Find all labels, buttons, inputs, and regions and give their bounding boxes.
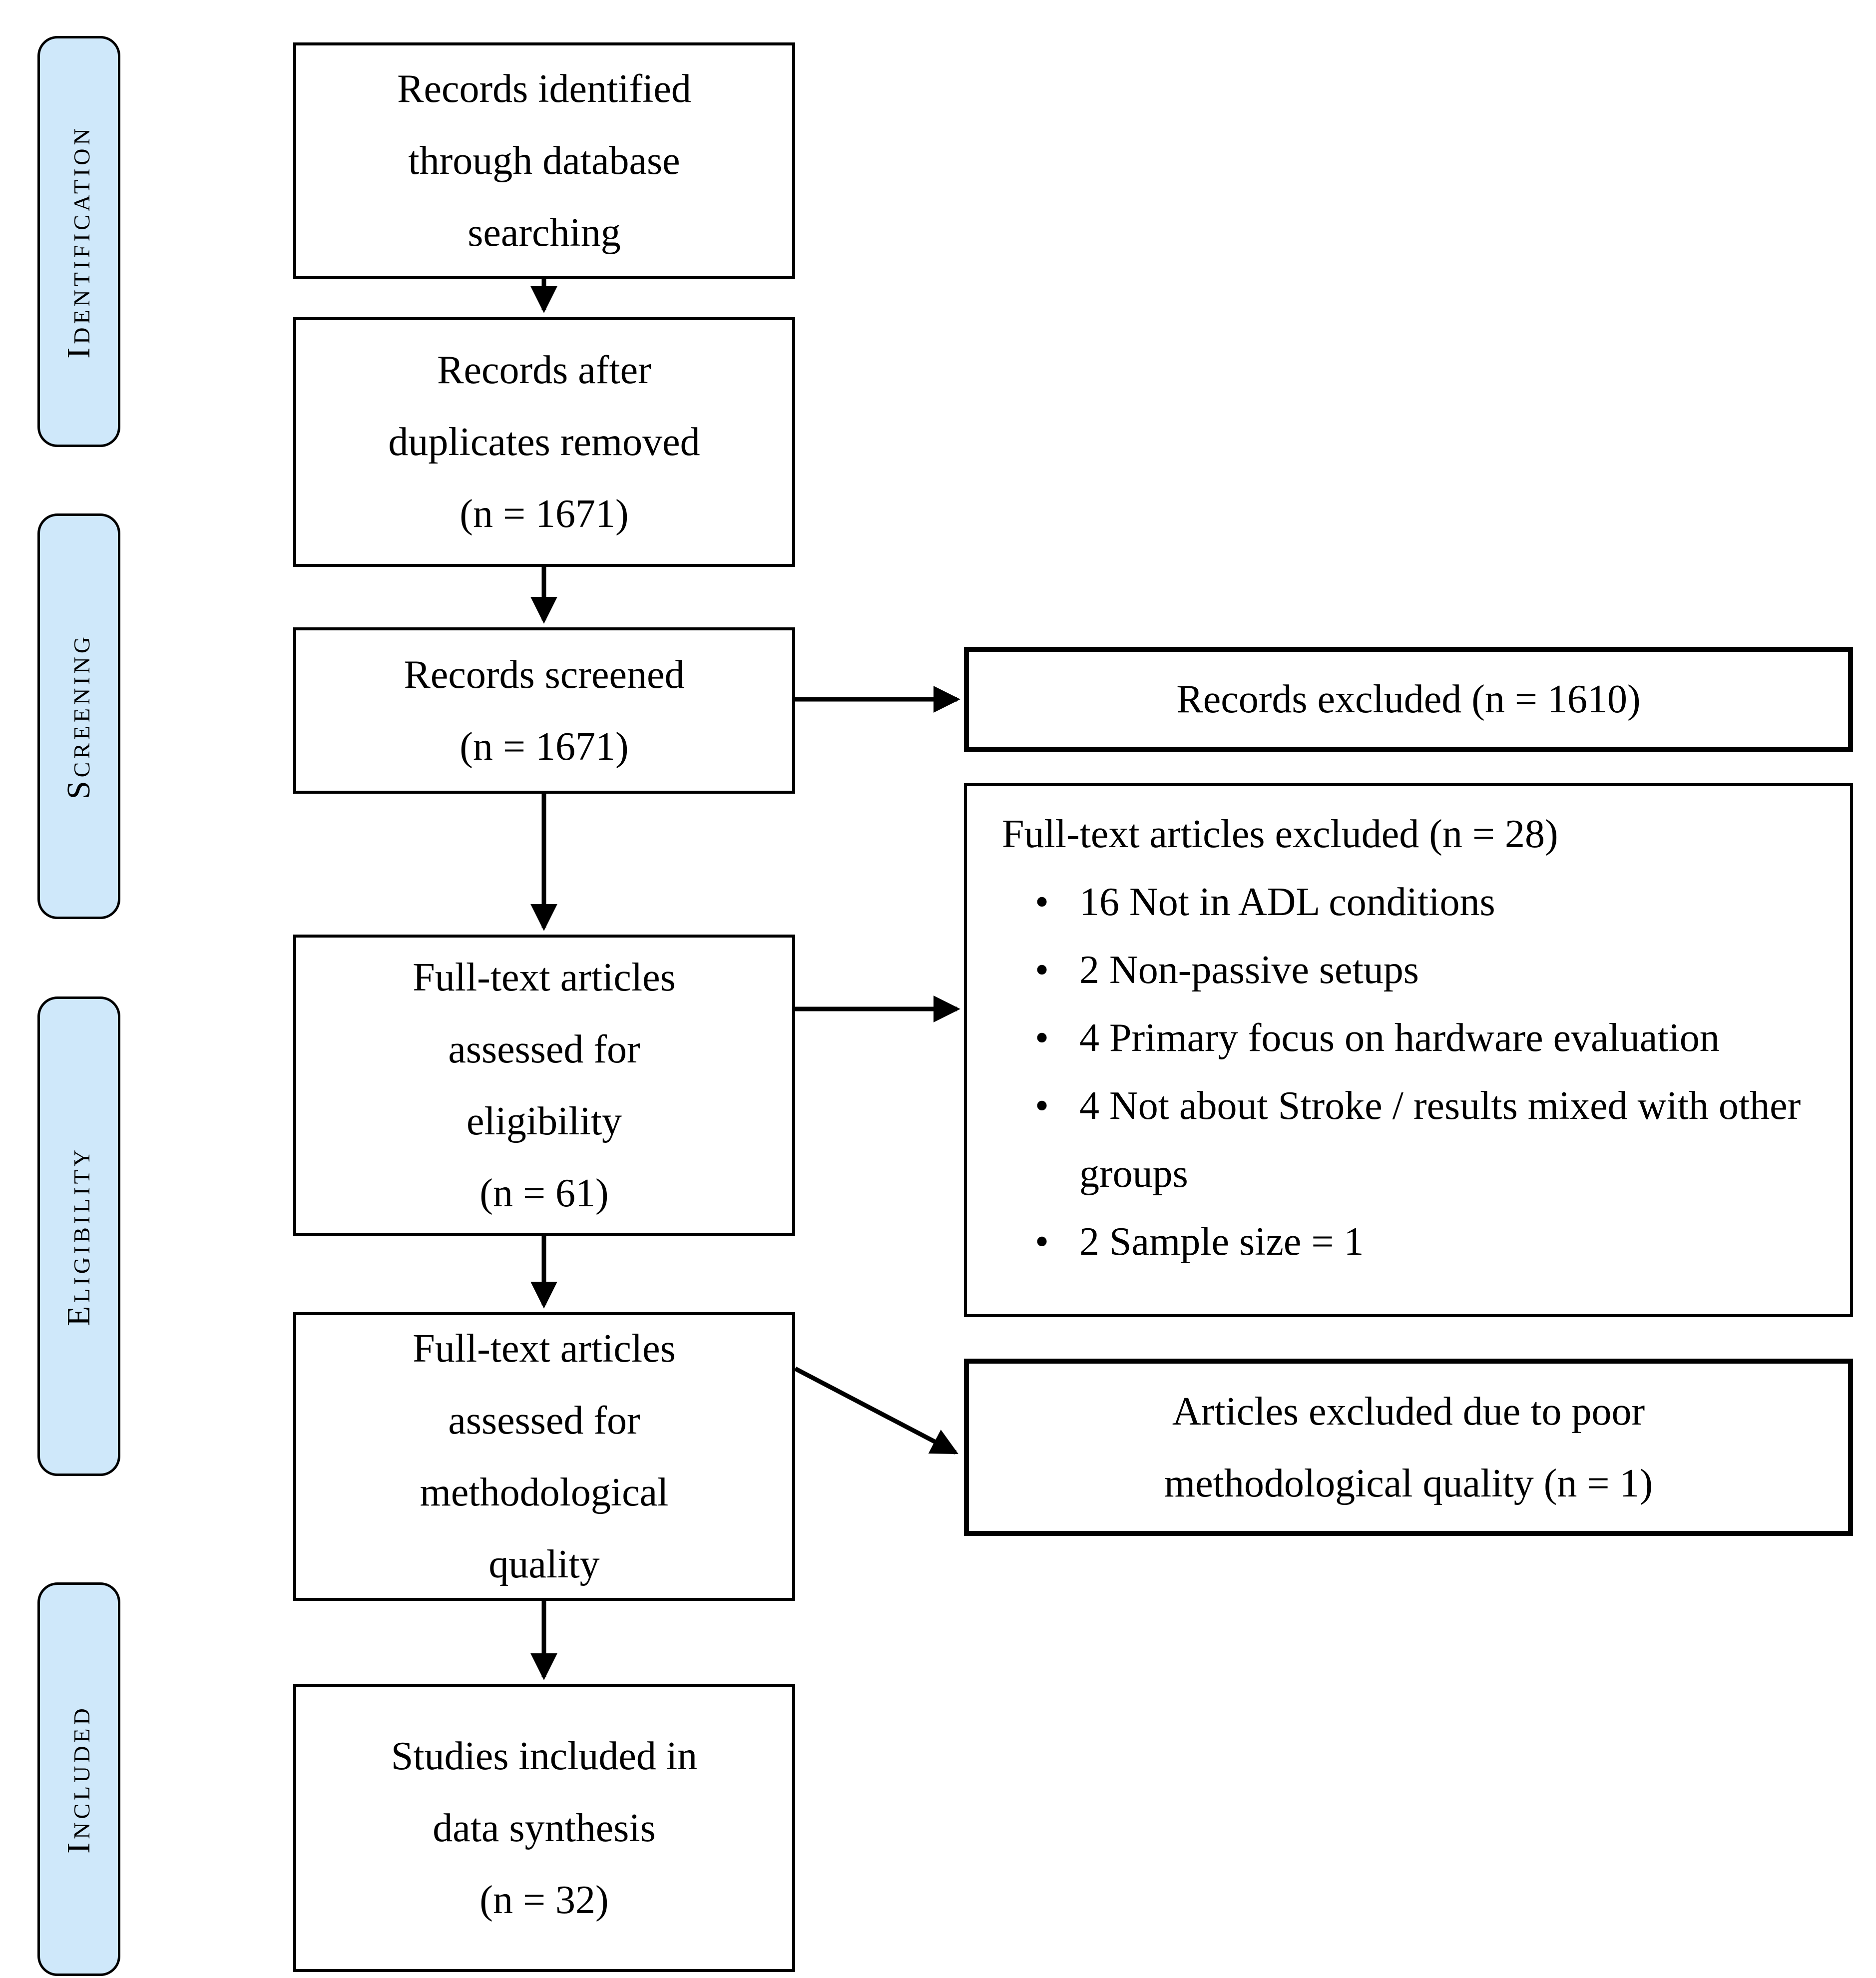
stage-included: Included bbox=[37, 1582, 120, 1976]
exclusion-reason-text: 2 Sample size = 1 bbox=[1079, 1220, 1364, 1264]
box-records-identified-text: Records identified through database sear… bbox=[397, 67, 691, 255]
stage-identification: Identification bbox=[37, 36, 120, 447]
exclusion-reason-row: • 2 Non-passive setups bbox=[967, 936, 1835, 1004]
stage-eligibility: Eligibility bbox=[37, 996, 120, 1476]
exclusion-reason-text: 4 Primary focus on hardware evaluation bbox=[1079, 1016, 1720, 1060]
box-records-after-duplicates: Records after duplicates removed (n = 16… bbox=[293, 317, 795, 567]
box-fulltext-quality: Full-text articles assessed for methodol… bbox=[293, 1312, 795, 1601]
exclusion-reason-row: • 4 Not about Stroke / results mixed wit… bbox=[967, 1072, 1835, 1208]
bullet-icon: • bbox=[1034, 1084, 1049, 1128]
arrow-quality-to-poor-quality-excluded bbox=[794, 1367, 958, 1455]
box-fulltext-excluded: Full-text articles excluded (n = 28) • 1… bbox=[964, 783, 1853, 1317]
box-records-excluded: Records excluded (n = 1610) bbox=[964, 647, 1853, 752]
box-records-after-duplicates-text: Records after duplicates removed (n = 16… bbox=[388, 348, 700, 536]
box-records-excluded-text: Records excluded (n = 1610) bbox=[1176, 677, 1641, 721]
box-records-identified: Records identified through database sear… bbox=[293, 42, 795, 279]
box-studies-included: Studies included in data synthesis (n = … bbox=[293, 1684, 795, 1972]
box-poor-quality-excluded-text: Articles excluded due to poor methodolog… bbox=[1164, 1389, 1653, 1505]
box-fulltext-quality-text: Full-text articles assessed for methodol… bbox=[413, 1327, 676, 1586]
box-fulltext-eligibility: Full-text articles assessed for eligibil… bbox=[293, 935, 795, 1236]
stage-screening-label: Screening bbox=[60, 633, 97, 800]
exclusion-reason-row: • 2 Sample size = 1 bbox=[967, 1208, 1835, 1276]
bullet-icon: • bbox=[1034, 880, 1049, 924]
bullet-icon: • bbox=[1034, 1220, 1049, 1264]
exclusion-reason-text: 16 Not in ADL conditions bbox=[1079, 880, 1495, 924]
exclusion-reason-row: • 4 Primary focus on hardware evaluation bbox=[967, 1004, 1835, 1072]
bullet-icon: • bbox=[1034, 1016, 1049, 1060]
bullet-icon: • bbox=[1034, 948, 1049, 992]
box-fulltext-eligibility-text: Full-text articles assessed for eligibil… bbox=[413, 955, 676, 1215]
exclusion-reason-text: 2 Non-passive setups bbox=[1079, 948, 1419, 992]
stage-included-label: Included bbox=[60, 1705, 97, 1854]
box-studies-included-text: Studies included in data synthesis (n = … bbox=[391, 1734, 698, 1922]
stage-eligibility-label: Eligibility bbox=[60, 1146, 97, 1327]
exclusion-reason-text: 4 Not about Stroke / results mixed with … bbox=[1079, 1084, 1801, 1196]
box-poor-quality-excluded: Articles excluded due to poor methodolog… bbox=[964, 1359, 1853, 1536]
box-fulltext-excluded-title: Full-text articles excluded (n = 28) bbox=[1002, 812, 1558, 856]
stage-identification-label: Identification bbox=[60, 124, 97, 359]
stage-screening: Screening bbox=[37, 513, 120, 919]
box-records-screened: Records screened (n = 1671) bbox=[293, 627, 795, 794]
exclusion-reason-row: • 16 Not in ADL conditions bbox=[967, 868, 1835, 936]
box-records-screened-text: Records screened (n = 1671) bbox=[404, 652, 685, 769]
